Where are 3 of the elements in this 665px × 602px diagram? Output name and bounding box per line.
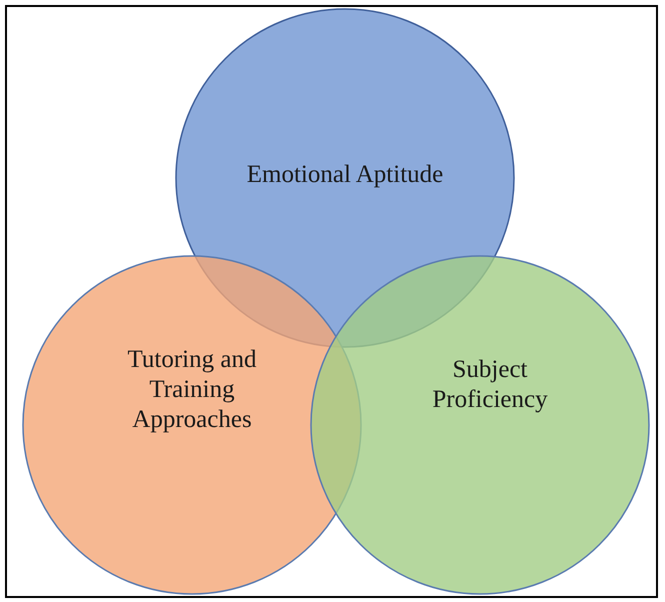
circle-label: Emotional Aptitude <box>246 160 444 190</box>
circle-label: Subject Proficiency <box>431 355 549 415</box>
circle-label: Tutoring and Training Approaches <box>126 345 258 435</box>
